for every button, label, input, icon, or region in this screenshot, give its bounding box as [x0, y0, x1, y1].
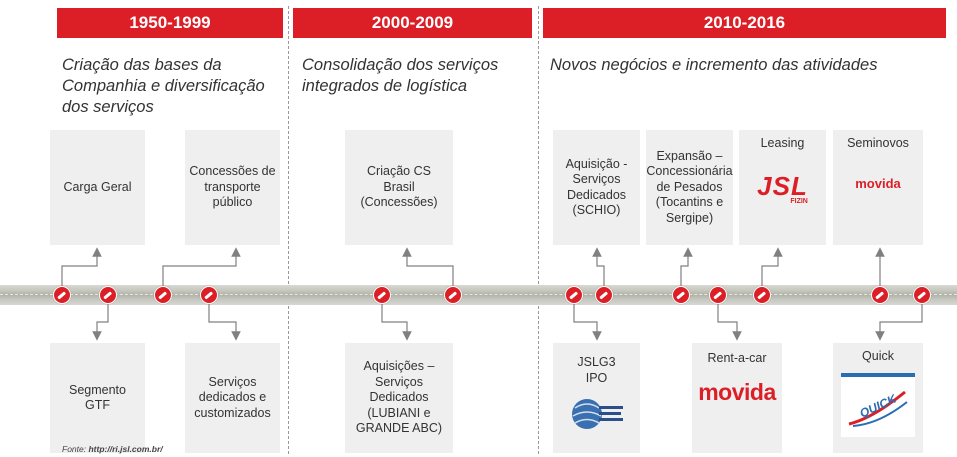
timeline-marker	[871, 286, 889, 304]
timeline-road-line	[0, 294, 957, 295]
milestone-box-aquisicoes: Aquisições – Serviços Dedicados (LUBIANI…	[345, 343, 453, 453]
milestone-label: Serviços dedicados e customizados	[194, 374, 271, 420]
timeline-marker	[99, 286, 117, 304]
period-subtitle-text: Consolidação dos serviços integrados de …	[302, 56, 499, 95]
period-header: 1950-1999	[57, 8, 283, 38]
period-subtitle: Consolidação dos serviços integrados de …	[302, 55, 537, 97]
timeline-marker	[595, 286, 613, 304]
milestone-label: Expansão – Concessionária de Pesados (To…	[646, 148, 733, 225]
movida-logo: movida	[855, 176, 901, 192]
jsl-logo-subtext: FIZIN	[790, 197, 808, 205]
milestone-label: Rent-a-car	[707, 351, 767, 365]
milestone-box-segmento-gtf: Segmento GTF	[50, 343, 145, 453]
milestone-label: Criação CS Brasil (Concessões)	[360, 164, 438, 210]
timeline-marker	[373, 286, 391, 304]
milestone-box-rent-a-car: Rent-a-car movida	[692, 343, 782, 453]
source-prefix: Fonte:	[62, 444, 87, 454]
jsl-logo-text: JSL	[757, 170, 808, 201]
period-subtitle: Novos negócios e incremento das atividad…	[550, 55, 950, 76]
milestone-label: Carga Geral	[63, 179, 132, 194]
period-subtitle-text: Novos negócios e incremento das atividad…	[550, 56, 878, 74]
timeline-marker	[709, 286, 727, 304]
source-note: Fonte: http://ri.jsl.com.br/	[62, 444, 163, 454]
milestone-box-cs-brasil: Criação CS Brasil (Concessões)	[345, 130, 453, 245]
timeline-marker	[913, 286, 931, 304]
timeline-marker	[154, 286, 172, 304]
quick-logo: QUICK	[841, 372, 915, 437]
timeline-marker	[672, 286, 690, 304]
period-subtitle: Criação das bases da Companhia e diversi…	[62, 55, 287, 118]
timeline-marker	[753, 286, 771, 304]
milestone-box-expansao: Expansão – Concessionária de Pesados (To…	[646, 130, 733, 245]
milestone-label: Concessões de transporte público	[189, 164, 276, 210]
milestone-label: Aquisição - Serviços Dedicados (SCHIO)	[565, 156, 628, 218]
period-header: 2010-2016	[543, 8, 946, 38]
milestone-box-ipo: JSLG3 IPO	[553, 343, 640, 453]
milestone-box-carga-geral: Carga Geral	[50, 130, 145, 245]
milestone-box-quick: Quick QUICK	[833, 343, 923, 453]
milestone-label: JSLG3 IPO	[577, 355, 616, 385]
milestone-label: Quick	[862, 349, 894, 363]
timeline-marker	[200, 286, 218, 304]
milestone-label: Leasing	[760, 136, 805, 150]
milestone-box-seminovos: Seminovos movida	[833, 130, 923, 245]
movida-logo-text: movida	[855, 175, 901, 191]
timeline-marker	[444, 286, 462, 304]
milestone-label: Seminovos	[847, 136, 909, 150]
timeline-marker	[565, 286, 583, 304]
period-divider	[288, 6, 289, 454]
milestone-box-servicos-dedicados: Serviços dedicados e customizados	[185, 343, 280, 453]
movida-logo: movida	[698, 378, 776, 405]
milestone-box-leasing: Leasing JSL FIZIN	[739, 130, 826, 245]
period-header: 2000-2009	[293, 8, 532, 38]
timeline-marker	[53, 286, 71, 304]
period-subtitle-text: Criação das bases da Companhia e diversi…	[62, 56, 265, 116]
milestone-label: Segmento GTF	[69, 382, 126, 413]
ipo-logo	[571, 399, 623, 429]
source-link[interactable]: http://ri.jsl.com.br/	[88, 444, 163, 454]
milestone-box-concessoes: Concessões de transporte público	[185, 130, 280, 245]
quick-swoosh-icon	[848, 390, 908, 427]
milestone-label: Aquisições – Serviços Dedicados (LUBIANI…	[355, 359, 443, 436]
jsl-logo: JSL FIZIN	[757, 170, 808, 206]
milestone-box-schio: Aquisição - Serviços Dedicados (SCHIO)	[553, 130, 640, 245]
movida-logo-text: movida	[698, 378, 776, 405]
period-divider	[538, 6, 539, 454]
